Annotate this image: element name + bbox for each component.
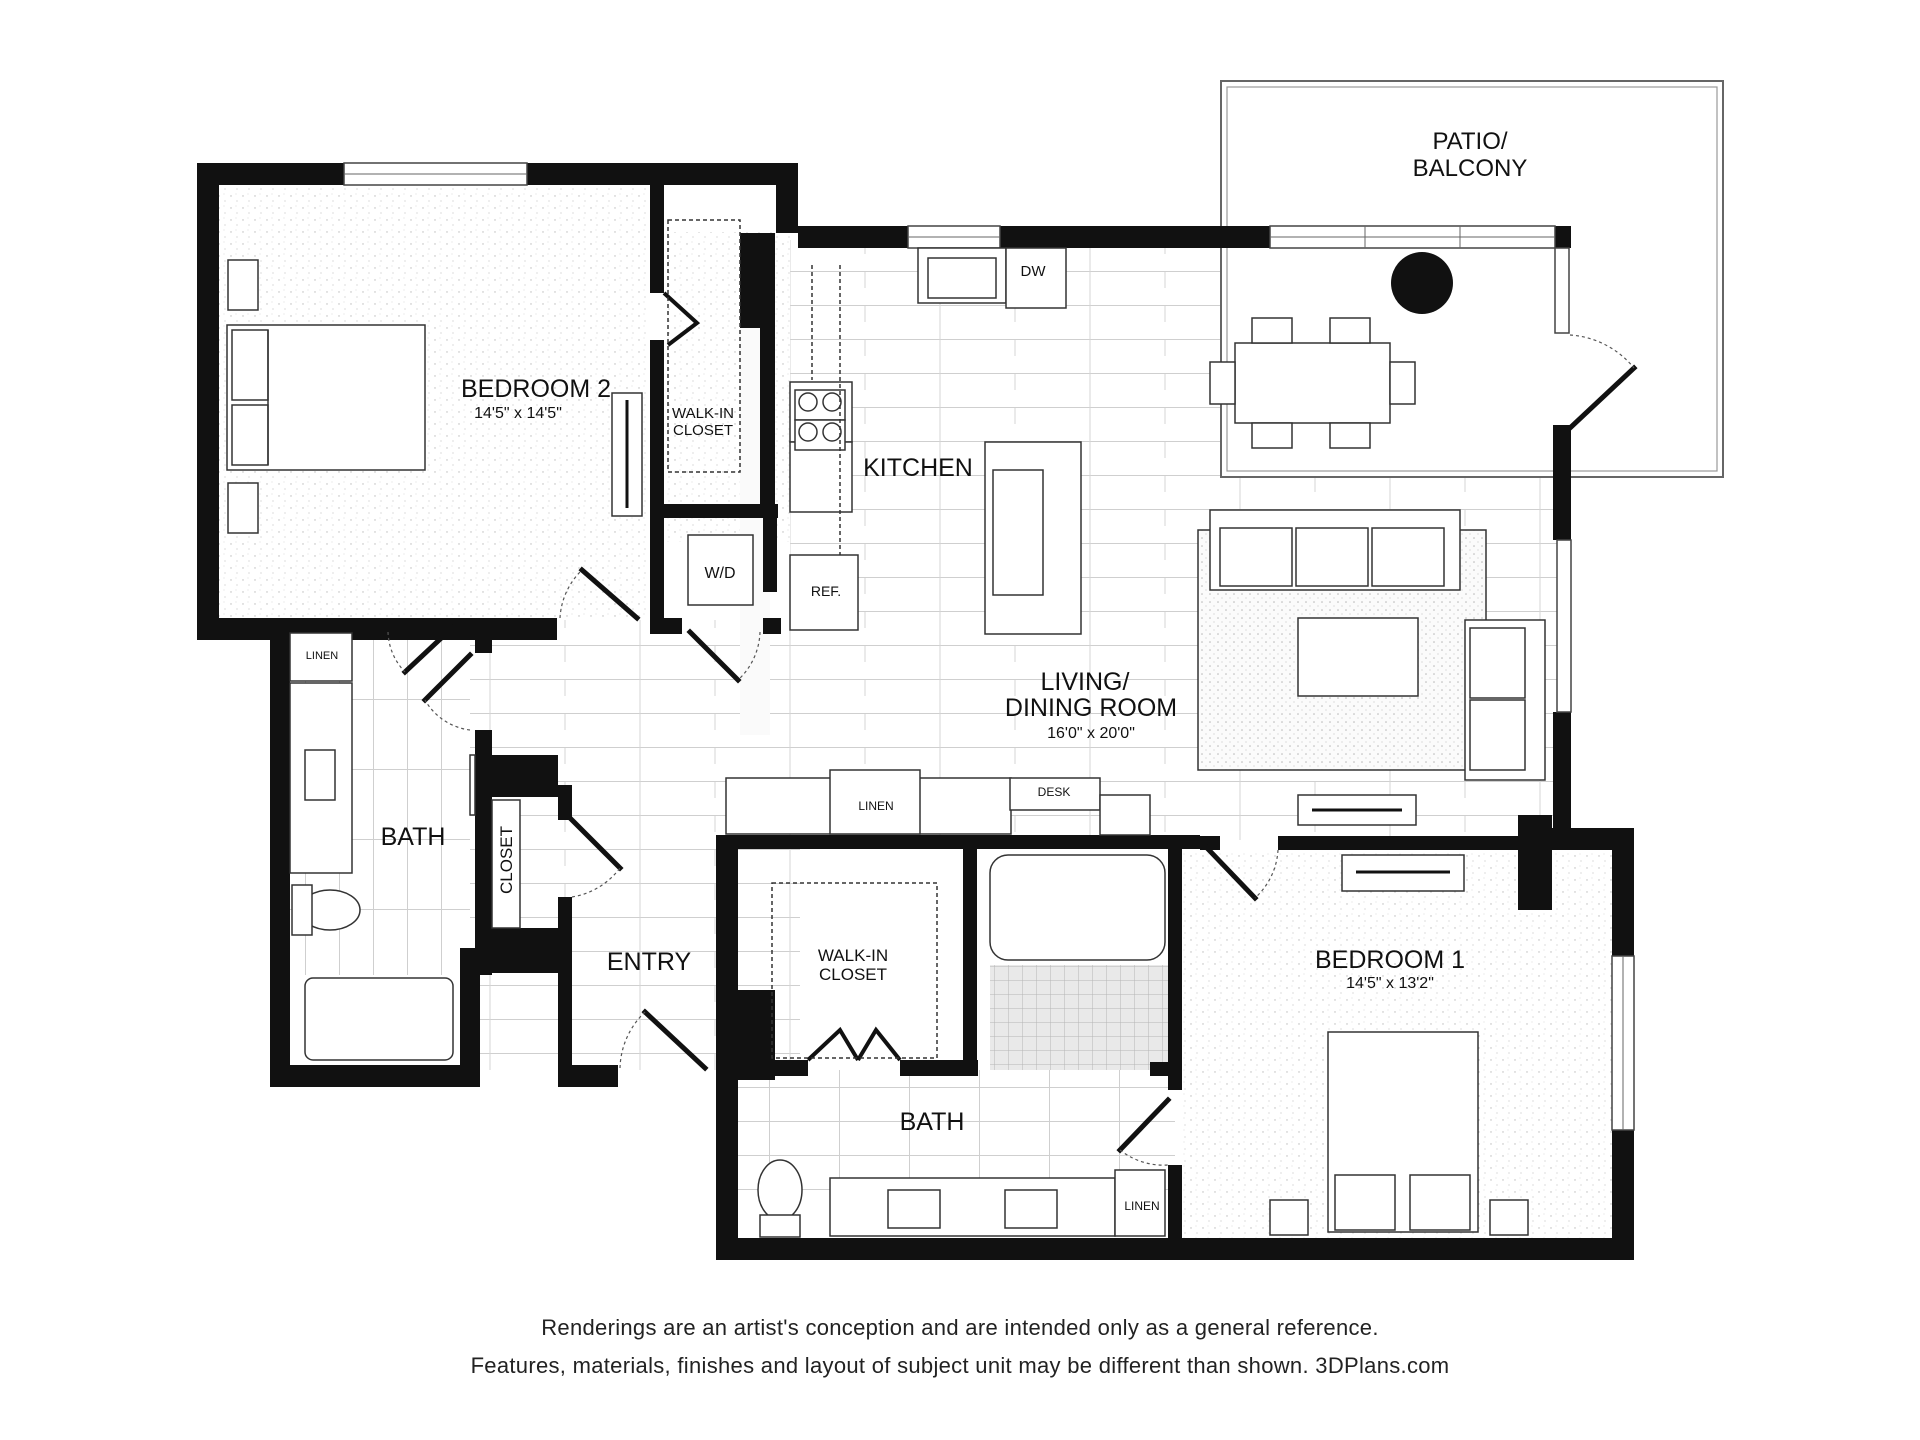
wd-label: W/D: [704, 565, 735, 582]
desk-label: DESK: [1038, 785, 1071, 799]
dining-table: [1209, 252, 1453, 449]
bath-bottom-label: BATH: [900, 1108, 965, 1136]
living-dims: 16'0" x 20'0": [1047, 725, 1135, 742]
doors: [387, 291, 1638, 1166]
hall-storage: [725, 769, 1151, 836]
left-bath-fixtures: [289, 632, 476, 1061]
patio-label-line2: BALCONY: [1413, 155, 1528, 182]
closet-interior: [491, 799, 521, 929]
dw-label: DW: [1021, 263, 1047, 280]
walkin-bottom-line2: CLOSET: [819, 965, 887, 984]
walkin-top-line1: WALK-IN: [672, 405, 734, 422]
kitchen-counters: [789, 247, 1082, 635]
disclaimer-line-2: Features, materials, finishes and layout…: [470, 1353, 1450, 1378]
walkin-closet-top-shelf: [667, 219, 741, 473]
patio-label-line1: PATIO/: [1432, 128, 1507, 155]
walkin-bottom-line1: WALK-IN: [818, 946, 888, 965]
linen-hall-label: LINEN: [858, 799, 893, 813]
living-label-line2: DINING ROOM: [1005, 694, 1177, 722]
bedroom-1-label: BEDROOM 1: [1315, 946, 1465, 974]
living-area: [1197, 509, 1546, 826]
disclaimer-line-1: Renderings are an artist's conception an…: [541, 1315, 1379, 1340]
walkin-top-line2: CLOSET: [673, 422, 733, 439]
bed-bedroom-2: [226, 259, 643, 534]
walls: [197, 163, 1634, 1260]
ref-label: REF.: [811, 583, 841, 599]
washer-dryer: [687, 534, 754, 606]
living-label-line1: LIVING/: [1041, 668, 1130, 696]
room-labels: PATIO/ BALCONY BEDROOM 2 14'5" x 14'5" W…: [306, 128, 1528, 1213]
bed-bedroom-1: [1269, 854, 1529, 1236]
linen-bath-label: LINEN: [1124, 1199, 1159, 1213]
walkin-closet-bottom: [771, 882, 938, 1059]
entry-label: ENTRY: [607, 948, 692, 976]
bath-left-label: BATH: [381, 823, 446, 851]
bedroom-2-label: BEDROOM 2: [461, 375, 611, 403]
bottom-bath-fixtures: [757, 854, 1166, 1238]
linen-left-label: LINEN: [306, 650, 338, 662]
bedroom-2-dims: 14'5" x 14'5": [474, 405, 562, 422]
bedroom-1-dims: 14'5" x 13'2": [1346, 975, 1434, 992]
closet-label: CLOSET: [497, 826, 516, 894]
windows: [343, 162, 1635, 1131]
kitchen-label: KITCHEN: [863, 454, 973, 482]
